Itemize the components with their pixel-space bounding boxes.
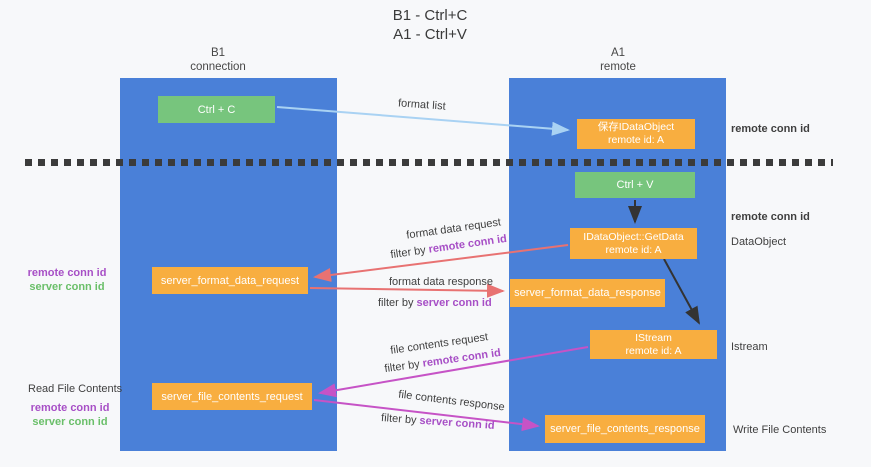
label-format-list: format list [397,97,447,113]
filter-by-text: filter by [378,297,414,309]
filter-by-text: filter by [380,412,417,427]
node-istream: IStream remote id: A [590,330,717,359]
lane-a1-subtitle: remote [600,61,636,73]
node-save-idataobject-line2: remote id: A [607,134,665,146]
right-dataobject-label: DataObject [731,236,787,248]
node-server-format-data-response-label: server_format_data_response [514,287,661,299]
lane-header-b1: B1 connection [150,46,286,74]
node-server-file-contents-request-label: server_file_contents_request [161,390,303,403]
node-ctrl-c: Ctrl + C [158,96,275,123]
lane-b1-subtitle: connection [190,61,246,73]
node-ctrl-v: Ctrl + V [575,172,695,198]
left-remote-conn-id-1: remote conn id [27,267,107,279]
label-format-data-response: format data response [389,276,493,288]
title-line-2: A1 - Ctrl+V [393,26,467,43]
diagram-title: B1 - Ctrl+C A1 - Ctrl+V [300,6,560,44]
node-save-idataobject: 保存IDataObject remote id: A [577,119,695,149]
title-line-1: B1 - Ctrl+C [392,7,468,24]
node-idataobject-getdata: IDataObject::GetData remote id: A [570,228,697,259]
left-server-conn-id-2: server conn id [32,415,108,428]
lane-a1-title: A1 [610,47,626,59]
lane-b1-title: B1 [210,47,226,59]
dashed-separator [25,159,833,166]
filter-by-text: filter by [383,358,421,376]
left-conn-id-stack-1: remote conn id server conn id [22,267,112,294]
node-server-file-contents-response: server_file_contents_response [545,415,705,443]
left-remote-conn-id-2: remote conn id [30,402,110,414]
node-ctrl-c-label: Ctrl + C [197,103,236,116]
node-server-format-data-request: server_format_data_request [152,267,308,294]
node-istream-line2: remote id: A [625,344,682,357]
node-getdata-line2: remote id: A [605,243,662,256]
filter-by-text: filter by [389,244,427,262]
edge-format-data-response [309,283,505,298]
node-server-format-data-response: server_format_data_response [510,279,665,307]
right-remote-conn-id-1: remote conn id [731,123,810,135]
left-conn-id-stack-2: remote conn id server conn id [25,402,115,429]
node-server-format-data-request-label: server_format_data_request [160,274,300,287]
label-file-contents-response: file contents response [397,388,506,414]
server-conn-id-text: server conn id [419,414,495,432]
lane-header-a1: A1 remote [550,46,686,74]
left-read-file-contents-label: Read File Contents [28,383,123,395]
right-write-file-contents-label: Write File Contents [733,424,827,436]
node-server-file-contents-request: server_file_contents_request [152,383,312,410]
node-save-idataobject-line1: 保存IDataObject [597,121,675,133]
right-remote-conn-id-2: remote conn id [731,211,810,223]
left-server-conn-id-1: server conn id [29,280,105,293]
right-istream-label: Istream [731,341,768,353]
node-istream-line1: IStream [635,331,672,344]
node-ctrl-v-label: Ctrl + V [616,179,654,191]
server-conn-id-text: server conn id [416,297,492,309]
node-getdata-line1: IDataObject::GetData [583,230,684,243]
node-server-file-contents-response-label: server_file_contents_response [550,423,700,435]
